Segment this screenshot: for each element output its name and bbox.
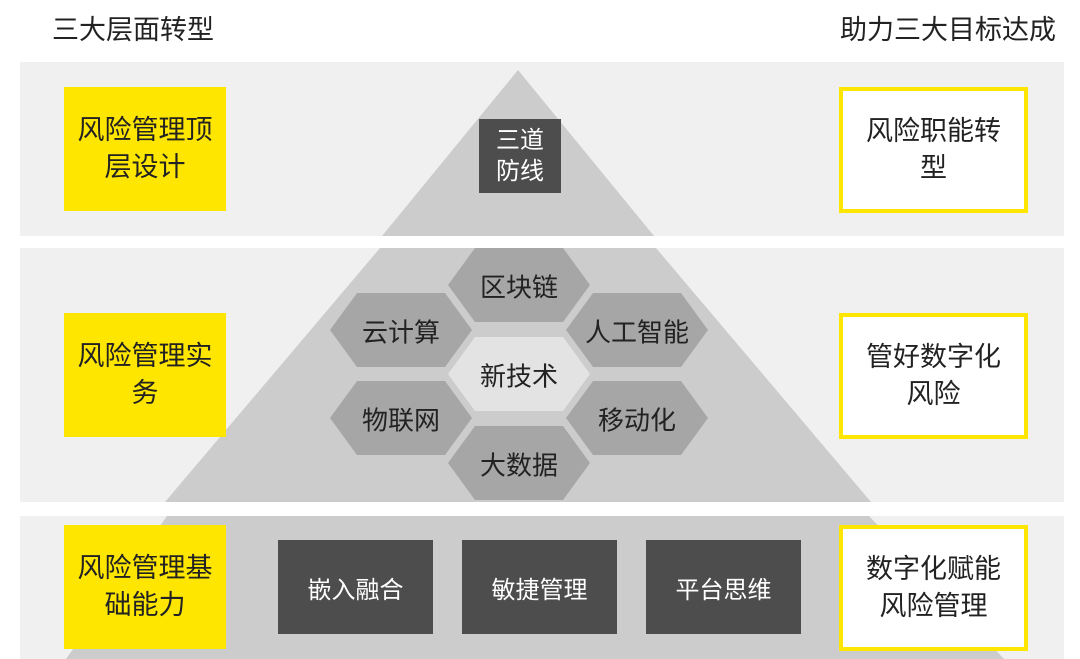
- hex-label-mobile: 移动化: [597, 406, 676, 437]
- level-middle-right-goal: 管好数字化风险: [839, 313, 1028, 439]
- hex-label-big-data: 大数据: [479, 451, 558, 482]
- hexagon-new-tech-center: [448, 337, 590, 411]
- hexagon-ai: [566, 293, 708, 367]
- base-block-agile-management: 敏捷管理: [462, 540, 617, 634]
- hexagon-cloud-computing: [330, 293, 472, 367]
- hex-label-new-tech: 新技术: [479, 362, 558, 393]
- hexagon-big-data: [448, 426, 590, 500]
- level-top-left-label: 风险管理顶层设计: [64, 87, 226, 211]
- hexagon-blockchain: [448, 248, 590, 322]
- hexagon-iot: [330, 381, 472, 455]
- apex-box-three-lines-of-defense: 三道防线: [479, 119, 561, 193]
- level-bottom-right-goal: 数字化赋能风险管理: [839, 525, 1028, 651]
- hex-label-iot: 物联网: [361, 406, 440, 437]
- hexagon-mobile: [566, 381, 708, 455]
- hex-label-ai: 人工智能: [584, 318, 689, 349]
- hex-label-cloud-computing: 云计算: [361, 318, 440, 349]
- base-block-embedded-integration: 嵌入融合: [278, 540, 433, 634]
- hex-label-blockchain: 区块链: [479, 273, 558, 304]
- right-column-header: 助力三大目标达成: [840, 15, 1056, 46]
- base-block-platform-thinking: 平台思维: [646, 540, 801, 634]
- left-column-header: 三大层面转型: [52, 15, 214, 46]
- level-top-right-goal: 风险职能转型: [839, 87, 1028, 213]
- level-middle-left-label: 风险管理实务: [64, 313, 226, 437]
- level-bottom-left-label: 风险管理基础能力: [64, 525, 226, 649]
